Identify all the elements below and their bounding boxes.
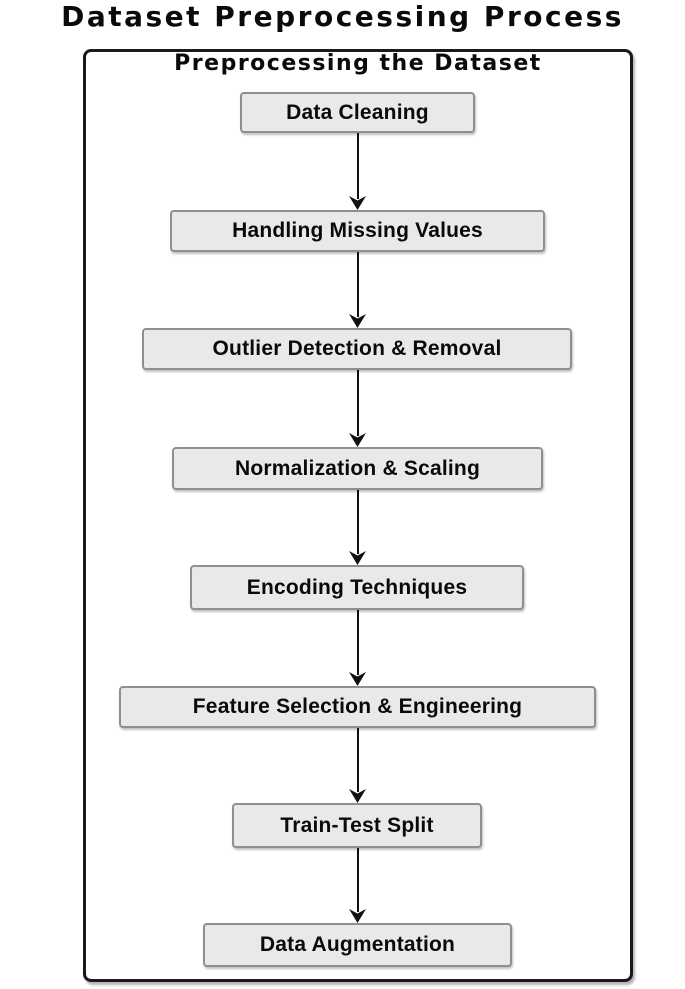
- flow-node-label: Feature Selection & Engineering: [192, 695, 523, 718]
- page-title: Dataset Preprocessing Process: [61, 0, 624, 33]
- flow-arrow-3: [349, 370, 366, 447]
- flow-arrow-6: [349, 728, 366, 803]
- arrow-shaft: [356, 848, 359, 912]
- flow-node-label: Outlier Detection & Removal: [212, 337, 502, 360]
- flow-arrow-1: [349, 133, 366, 210]
- flow-node-data-augmentation: Data Augmentation: [203, 923, 512, 967]
- flow-node-label: Data Cleaning: [286, 100, 429, 124]
- flow-node-encoding-techniques: Encoding Techniques: [190, 565, 524, 610]
- arrow-shaft: [356, 370, 359, 436]
- arrow-shaft: [356, 610, 359, 675]
- flow-node-normalization-scaling: Normalization & Scaling: [172, 447, 543, 490]
- arrow-shaft: [356, 728, 359, 792]
- flow-node-label: Encoding Techniques: [246, 575, 468, 599]
- flow-arrow-5: [349, 610, 366, 686]
- flow-node-outlier-detection-removal: Outlier Detection & Removal: [142, 328, 572, 370]
- flow-node-label: Handling Missing Values: [232, 219, 483, 242]
- arrow-shaft: [356, 133, 359, 199]
- frame-title: Preprocessing the Dataset: [174, 51, 542, 76]
- flow-arrow-7: [349, 848, 366, 923]
- flow-node-handling-missing-values: Handling Missing Values: [170, 210, 545, 252]
- arrow-shaft: [356, 252, 359, 317]
- flow-node-feature-selection-engineering: Feature Selection & Engineering: [119, 686, 596, 728]
- flow-arrow-4: [349, 490, 366, 565]
- flow-node-label: Data Augmentation: [259, 933, 456, 956]
- arrow-shaft: [356, 490, 359, 554]
- flow-arrow-2: [349, 252, 366, 328]
- flow-node-train-test-split: Train-Test Split: [232, 803, 482, 848]
- flow-node-data-cleaning: Data Cleaning: [240, 92, 475, 133]
- flow-node-label: Normalization & Scaling: [235, 456, 480, 480]
- flow-node-label: Train-Test Split: [280, 813, 434, 837]
